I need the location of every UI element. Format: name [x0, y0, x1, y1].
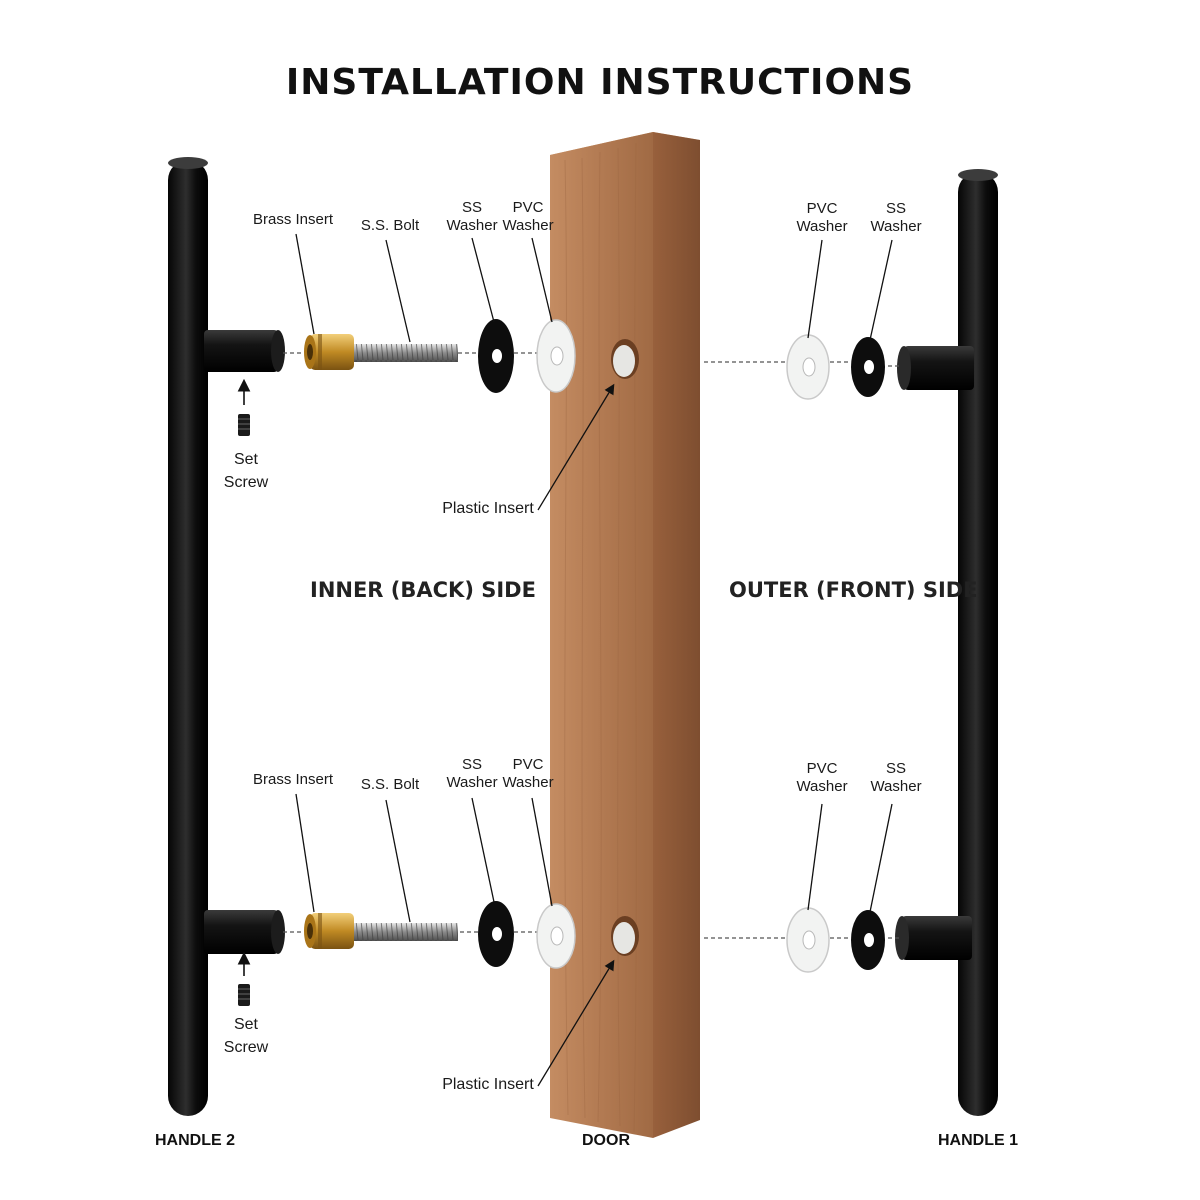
label-line: Washer [446, 774, 498, 791]
label-line: PVC [806, 760, 838, 777]
label-line: Washer [502, 774, 554, 791]
label-line: Washer [796, 778, 848, 795]
ss-washer-top [478, 319, 514, 393]
brass-insert-bottom [304, 913, 354, 949]
pvc-washer-bottom [536, 903, 576, 969]
label-ss-washer-bottom: SS Washer [442, 756, 502, 792]
label-brass-insert-top: Brass Insert [252, 211, 334, 228]
alignment-lines [283, 352, 902, 939]
label-line: Washer [502, 217, 554, 234]
footer-door: DOOR [582, 1132, 630, 1149]
pvc-washer-right-bottom [786, 907, 830, 973]
label-line: Washer [796, 218, 848, 235]
label-pvc-washer-bottom: PVC Washer [498, 756, 558, 792]
ss-washer-bottom [478, 901, 514, 967]
label-line: PVC [512, 199, 544, 216]
label-line: Washer [870, 218, 922, 235]
label-line: SS [885, 760, 906, 777]
ss-bolt-bottom [354, 923, 458, 941]
label-line: SS [461, 756, 482, 773]
footer-handle-2: HANDLE 2 [155, 1132, 236, 1149]
set-screw-top [237, 378, 251, 436]
handle-1 [895, 169, 998, 1116]
handle-2 [168, 157, 285, 1116]
ss-washer-right-bottom [851, 910, 885, 970]
label-set-screw-top: Set Screw [216, 448, 276, 494]
set-screw-bottom [237, 951, 251, 1006]
label-brass-insert-bottom: Brass Insert [252, 771, 334, 788]
door-panel [550, 132, 700, 1138]
label-set-screw-bottom: Set Screw [216, 1013, 276, 1059]
label-plastic-insert-bottom: Plastic Insert [442, 1076, 534, 1093]
label-line: Set [233, 1016, 258, 1033]
label-ss-bolt-top: S.S. Bolt [360, 217, 420, 234]
label-ss-washer-right-top: SS Washer [866, 200, 926, 236]
label-pvc-washer-right-bottom: PVC Washer [792, 760, 852, 796]
ss-washer-right-top [851, 337, 885, 397]
inner-side-label: INNER (BACK) SIDE [310, 578, 536, 602]
label-line: SS [461, 199, 482, 216]
label-line: Screw [223, 474, 269, 491]
label-line: PVC [512, 756, 544, 773]
pvc-washer-top [536, 319, 576, 393]
label-plastic-insert-top: Plastic Insert [442, 500, 534, 517]
pvc-washer-right-top [786, 334, 830, 400]
label-ss-washer-right-bottom: SS Washer [866, 760, 926, 796]
leader-lines [295, 233, 893, 1087]
label-line: PVC [806, 200, 838, 217]
label-line: SS [885, 200, 906, 217]
label-line: Screw [223, 1039, 269, 1056]
label-ss-washer-top: SS Washer [442, 199, 502, 235]
label-pvc-washer-top: PVC Washer [498, 199, 558, 235]
brass-insert-top [304, 334, 354, 370]
footer-handle-1: HANDLE 1 [938, 1132, 1019, 1149]
ss-bolt-top [354, 344, 458, 362]
label-ss-bolt-bottom: S.S. Bolt [360, 776, 420, 793]
outer-side-label: OUTER (FRONT) SIDE [729, 578, 978, 602]
label-line: Washer [446, 217, 498, 234]
page-title: INSTALLATION INSTRUCTIONS [285, 62, 915, 103]
label-line: Set [233, 451, 258, 468]
label-pvc-washer-right-top: PVC Washer [792, 200, 852, 236]
label-line: Washer [870, 778, 922, 795]
